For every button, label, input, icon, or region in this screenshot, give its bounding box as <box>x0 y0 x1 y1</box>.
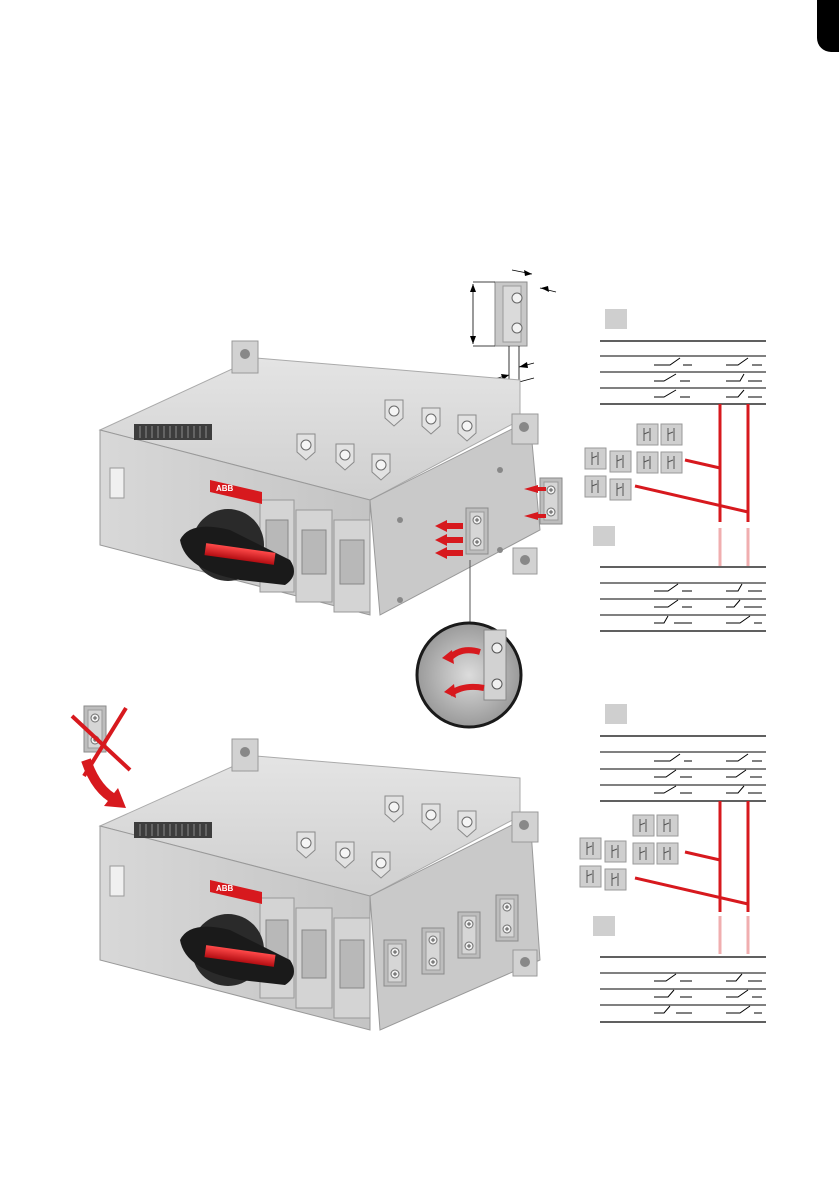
dimension-drawing <box>470 270 556 392</box>
brand-label: ABB <box>216 484 234 493</box>
diagram-marker <box>605 704 627 724</box>
brand-label: ABB <box>216 884 234 893</box>
switch-bottom-illustration: ABB <box>100 739 540 1030</box>
cross-out-icon <box>72 706 130 808</box>
contact-diagram-top <box>585 309 766 631</box>
contact-diagram-bottom <box>580 704 766 1022</box>
auxiliary-contact-icon <box>466 508 488 554</box>
zoom-callout-icon <box>417 623 521 727</box>
auxiliary-contact-icon <box>384 940 406 986</box>
diagram-marker <box>593 526 615 546</box>
switch-top-illustration: ABB <box>100 341 562 622</box>
diagram-marker <box>605 309 627 329</box>
diagram-marker <box>593 916 615 936</box>
